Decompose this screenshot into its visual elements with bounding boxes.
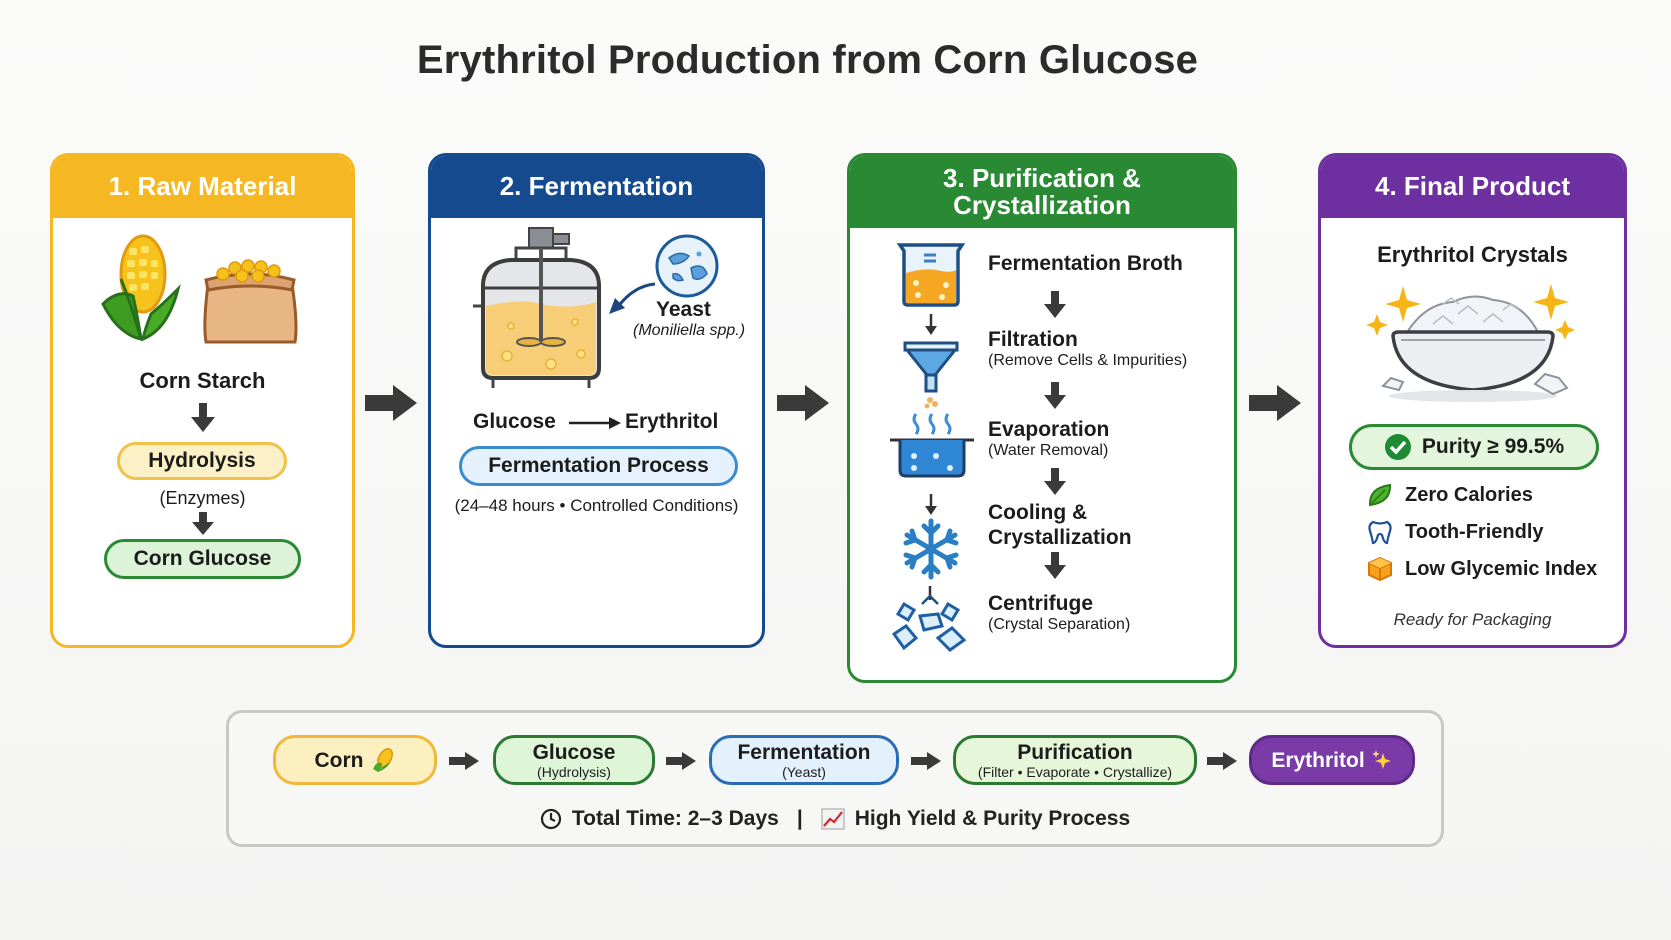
yeast-icon: [609, 234, 719, 314]
funnel-icon: [903, 341, 959, 393]
summary-step-label: Glucose: [532, 740, 616, 764]
snowflake-icon: [903, 518, 959, 580]
yeast-label: Yeast: [656, 298, 711, 321]
yeast-species: (Moniliella spp.): [633, 322, 746, 339]
cube-icon: [1368, 556, 1392, 582]
stage-raw-material-card: 1. Raw Material Corn Starch Hydrolysis (…: [50, 153, 355, 648]
step-cooling-line2: Crystallization: [988, 526, 1132, 550]
stage-fermentation-card: 2. Fermentation Yeast (Moniliella spp.) …: [428, 153, 765, 648]
crystal-bowl-icon: [1366, 284, 1575, 402]
packaging-note: Ready for Packaging: [1393, 610, 1552, 629]
corn-glucose-result: Corn Glucose: [104, 539, 301, 579]
down-arrow-icon: [1044, 382, 1066, 409]
summary-footer: Total Time: 2–3 Days | High Yield & Puri…: [229, 807, 1441, 831]
clock-icon: [540, 808, 561, 830]
trend-chart-icon: [820, 808, 845, 830]
sparkles-icon: [1371, 750, 1391, 769]
stage-header-line1: 3. Purification &: [943, 162, 1141, 193]
yield-note: High Yield & Purity Process: [854, 807, 1131, 830]
stage-header: 1. Raw Material: [53, 156, 352, 218]
summary-step-sub: (Filter • Evaporate • Crystallize): [977, 763, 1173, 780]
stage-final-product-card: 4. Final Product Erythritol Crystals Pur…: [1318, 153, 1627, 648]
summary-step-corn: Corn: [273, 735, 437, 785]
total-time: Total Time: 2–3 Days: [571, 807, 779, 830]
beaker-icon: [896, 243, 966, 307]
flow-arrow-icon: [449, 752, 479, 770]
flow-arrow-icon: [911, 752, 941, 770]
leaf-icon: [1368, 483, 1392, 507]
feature-item: Tooth-Friendly: [1367, 519, 1597, 545]
summary-step-label: Fermentation: [737, 740, 871, 764]
flow-arrow-icon: [365, 385, 417, 421]
summary-step-sub: (Yeast): [782, 763, 826, 780]
tooth-icon: [1368, 520, 1392, 545]
feature-item: Zero Calories: [1367, 482, 1597, 508]
flow-arrow-icon: [1207, 752, 1237, 770]
feature-label: Tooth-Friendly: [1405, 520, 1544, 543]
down-arrow-icon: [1044, 468, 1066, 495]
flow-arrow-icon: [1249, 385, 1301, 421]
product-name: Erythritol Crystals: [1377, 242, 1568, 267]
process-summary-panel: Corn Glucose (Hydrolysis) Fermentation (…: [226, 710, 1444, 847]
summary-step-label: Erythritol: [1271, 748, 1365, 772]
corn-starch-label: Corn Starch: [139, 368, 266, 393]
step-centrifuge: Centrifuge: [988, 592, 1093, 615]
stage-header: 3. Purification & Crystallization: [850, 156, 1234, 228]
fermentation-process-pill: Fermentation Process: [459, 446, 738, 486]
down-arrow-icon: [925, 314, 937, 335]
feature-list: Zero Calories Tooth-Friendly Low Glycemi…: [1367, 482, 1597, 582]
feature-item: Low Glycemic Index: [1367, 556, 1597, 582]
purity-label: Purity ≥ 99.5%: [1421, 435, 1565, 458]
reaction-arrow-icon: [569, 417, 621, 429]
evaporator-icon: [890, 397, 974, 478]
stage-header: 2. Fermentation: [431, 156, 762, 218]
feature-label: Low Glycemic Index: [1405, 557, 1598, 580]
check-circle-icon: [1384, 434, 1411, 460]
grain-sack-icon: [203, 259, 298, 344]
step-centrifuge-note: (Crystal Separation): [988, 616, 1131, 633]
page-title: Erythritol Production from Corn Glucose: [416, 38, 1199, 82]
enzymes-note: (Enzymes): [159, 488, 246, 508]
summary-step-fermentation: Fermentation (Yeast): [709, 735, 899, 785]
step-fermentation-broth: Fermentation Broth: [988, 252, 1183, 275]
stage-header-line2: Crystallization: [953, 190, 1131, 220]
down-arrow-icon: [1044, 291, 1066, 318]
summary-step-glucose: Glucose (Hydrolysis): [493, 735, 655, 785]
step-evaporation: Evaporation: [988, 418, 1110, 441]
step-filtration-note: (Remove Cells & Impurities): [988, 352, 1188, 369]
glucose-input: Glucose: [473, 410, 556, 433]
step-cooling-crystallization: Cooling & Crystallization: [988, 500, 1132, 550]
summary-step-label: Purification: [1017, 740, 1133, 764]
down-arrow-icon: [192, 512, 214, 535]
stage-header: 4. Final Product: [1321, 156, 1624, 218]
down-arrow-icon: [1044, 552, 1066, 579]
erythritol-output: Erythritol: [625, 410, 719, 433]
summary-step-label: Corn: [314, 748, 364, 772]
step-cooling-line1: Cooling &: [988, 501, 1088, 524]
summary-step-sub: (Hydrolysis): [537, 763, 611, 780]
down-arrow-icon: [191, 403, 215, 432]
corn-icon: [372, 748, 393, 772]
flow-arrow-icon: [777, 385, 829, 421]
purity-badge: Purity ≥ 99.5%: [1349, 424, 1599, 470]
separator: |: [796, 807, 803, 830]
fermenter-tank-icon: [473, 227, 601, 388]
hydrolysis-step: Hydrolysis: [117, 442, 287, 480]
flow-arrow-icon: [666, 752, 696, 770]
summary-step-erythritol: Erythritol: [1249, 735, 1415, 785]
step-evaporation-note: (Water Removal): [988, 442, 1109, 459]
corn-icon: [101, 234, 181, 342]
feature-label: Zero Calories: [1405, 483, 1533, 506]
summary-step-purification: Purification (Filter • Evaporate • Cryst…: [953, 735, 1197, 785]
fermentation-note: (24–48 hours • Controlled Conditions): [454, 496, 739, 515]
crystals-icon: [891, 586, 967, 652]
step-filtration: Filtration: [988, 328, 1078, 351]
stage-purification-card: 3. Purification & Crystallization: [847, 153, 1237, 683]
down-arrow-icon: [925, 494, 937, 515]
